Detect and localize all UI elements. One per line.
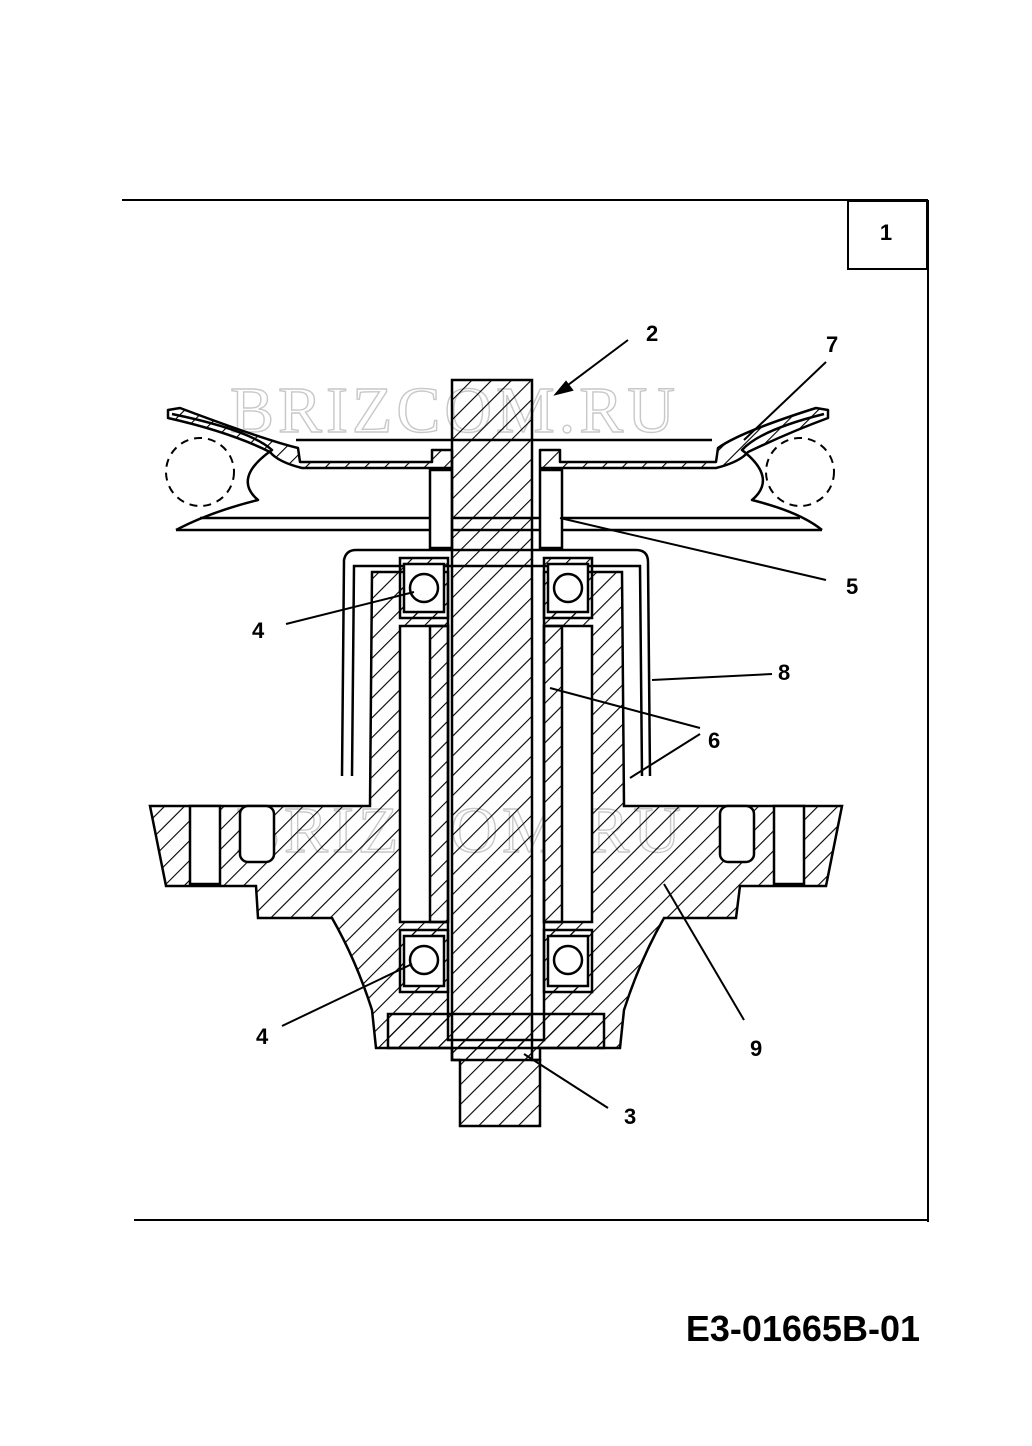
leader-8: [651, 673, 773, 681]
pulley-belt-groove-left: [171, 412, 274, 532]
spindle-housing: [148, 570, 844, 1050]
callout-4-top: 4: [252, 618, 265, 643]
v-belt-section: [165, 437, 835, 507]
spacer-tubes: [428, 624, 564, 924]
callout-3: 3: [624, 1104, 636, 1129]
panel-number-box: [847, 200, 928, 270]
leader-4-top: [285, 591, 415, 625]
spacer-collar: [428, 468, 564, 550]
panel-number: 1: [880, 220, 892, 245]
bearing-bottom-right: [542, 928, 594, 994]
callout-2: 2: [646, 321, 658, 346]
callout-9: 9: [750, 1036, 762, 1061]
leader-lines: [281, 339, 827, 1109]
leader-2-arrow: [553, 380, 574, 396]
callout-6: 6: [708, 728, 720, 753]
spindle-shaft: [450, 378, 542, 1128]
v-belt-right: [765, 437, 835, 507]
leader-3: [523, 1053, 609, 1109]
v-belt-left: [165, 437, 235, 507]
housing-bolt-bosses: [188, 804, 806, 886]
leader-9: [663, 883, 745, 1021]
shaft-lower-hub: [386, 1012, 606, 1062]
callout-4-bottom: 4: [256, 1024, 269, 1049]
bearings: [398, 556, 594, 994]
leader-6b: [629, 733, 701, 779]
leader-7: [743, 361, 827, 441]
callout-8: 8: [778, 660, 790, 685]
pulley-upper-flange: [166, 406, 454, 470]
leader-5: [559, 517, 827, 581]
drawing-code: E3-01665B-01: [685, 1308, 920, 1349]
bearing-top-left: [398, 556, 450, 620]
drawing-frame: [122, 199, 929, 1222]
leader-6a: [549, 687, 701, 729]
callout-7: 7: [826, 332, 838, 357]
bearing-bottom-left: [398, 928, 450, 994]
bearing-top-right: [542, 556, 594, 620]
leader-4-bottom: [281, 963, 413, 1027]
callout-5: 5: [846, 574, 858, 599]
pulley-belt-groove-right: [740, 412, 825, 531]
